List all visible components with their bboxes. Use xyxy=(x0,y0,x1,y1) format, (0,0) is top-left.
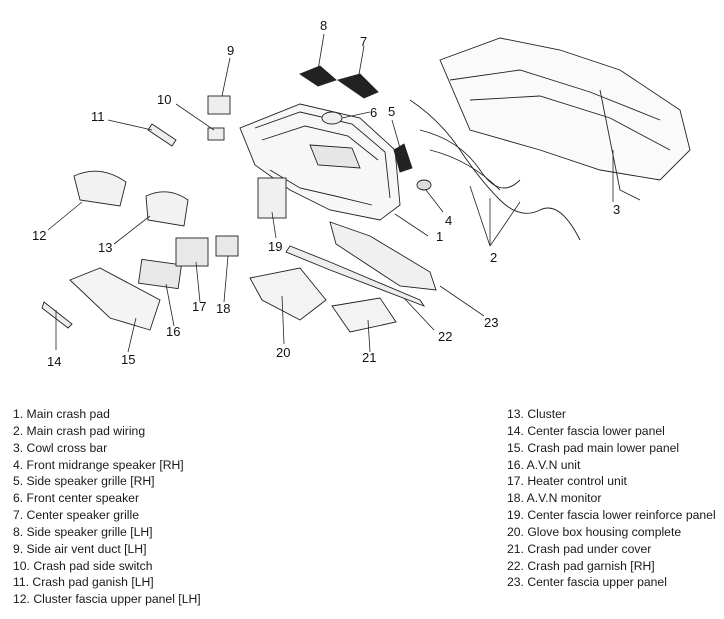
exploded-parts-diagram: 1 2 3 4 5 6 7 8 9 10 11 12 13 14 15 16 1… xyxy=(32,18,691,369)
legend-item: 14. Center fascia lower panel xyxy=(507,423,665,438)
part-crash-pad-ganish-lh xyxy=(147,123,177,147)
legend-item: 8. Side speaker grille [LH] xyxy=(13,524,153,539)
part-cowl-cross-bar xyxy=(439,37,691,201)
callout-20: 20 xyxy=(276,345,290,360)
part-center-speaker-grille xyxy=(336,73,379,99)
legend-item: 9. Side air vent duct [LH] xyxy=(13,541,147,556)
legend-item: 2. Main crash pad wiring xyxy=(13,423,146,438)
legend-left: 1. Main crash pad 2. Main crash pad wiri… xyxy=(13,406,201,608)
legend-right: 13. Cluster 14. Center fascia lower pane… xyxy=(507,406,716,591)
callout-18: 18 xyxy=(216,301,230,316)
callout-7: 7 xyxy=(360,34,367,49)
legend-item: 19. Center fascia lower reinforce panel xyxy=(507,508,716,523)
callout-17: 17 xyxy=(192,299,206,314)
part-avn-unit xyxy=(138,258,182,290)
part-crash-pad-main-lower-panel xyxy=(69,267,161,331)
legend-item: 13. Cluster xyxy=(507,407,566,421)
legend-item: 1. Main crash pad xyxy=(13,407,110,421)
legend-item: 7. Center speaker grille xyxy=(13,508,139,523)
leader-lines xyxy=(47,33,614,353)
part-front-midrange-speaker-rh xyxy=(416,179,432,191)
callout-16: 16 xyxy=(166,324,180,339)
callout-5: 5 xyxy=(388,104,395,119)
legend-item: 17. Heater control unit xyxy=(507,474,627,489)
callout-13: 13 xyxy=(98,240,112,255)
legend-item: 15. Crash pad main lower panel xyxy=(507,440,680,455)
part-glove-box-housing xyxy=(249,267,327,321)
part-crash-pad-garnish-rh xyxy=(285,245,426,307)
part-center-fascia-lower-reinforce-panel xyxy=(257,177,287,219)
callout-11: 11 xyxy=(91,109,105,124)
legend-item: 5. Side speaker grille [RH] xyxy=(13,474,155,489)
legend-item: 22. Crash pad garnish [RH] xyxy=(507,558,655,573)
legend-item: 10. Crash pad side switch xyxy=(13,558,153,573)
part-main-crash-pad-wiring xyxy=(409,99,581,241)
callout-4: 4 xyxy=(445,213,452,228)
callout-8: 8 xyxy=(320,18,327,33)
part-heater-control-unit xyxy=(175,237,209,267)
part-avn-monitor xyxy=(215,235,239,257)
part-crash-pad-side-switch xyxy=(207,127,225,141)
callout-2: 2 xyxy=(490,250,497,265)
callout-3: 3 xyxy=(613,202,620,217)
part-crash-pad-under-cover xyxy=(331,297,397,333)
legend-item: 6. Front center speaker xyxy=(13,491,139,506)
callout-22: 22 xyxy=(438,329,452,344)
callout-14: 14 xyxy=(47,354,61,369)
legend-item: 20. Glove box housing complete xyxy=(507,524,682,539)
callout-12: 12 xyxy=(32,228,46,243)
part-side-air-vent-duct-lh xyxy=(207,95,231,115)
callout-21: 21 xyxy=(362,350,376,365)
legend-item: 3. Cowl cross bar xyxy=(13,440,108,455)
part-side-speaker-grille-lh xyxy=(299,65,337,87)
part-front-center-speaker xyxy=(321,111,343,125)
legend-item: 18. A.V.N monitor xyxy=(507,491,602,506)
callout-9: 9 xyxy=(227,43,234,58)
legend-item: 4. Front midrange speaker [RH] xyxy=(13,457,184,472)
legend-item: 12. Cluster fascia upper panel [LH] xyxy=(13,592,201,607)
legend-item: 23. Center fascia upper panel xyxy=(507,575,667,590)
part-cluster-fascia-upper-panel-lh xyxy=(73,170,127,207)
callout-6: 6 xyxy=(370,105,377,120)
part-main-crash-pad xyxy=(239,103,401,221)
callout-10: 10 xyxy=(157,92,171,107)
part-center-fascia-upper-panel xyxy=(329,221,437,291)
part-cluster xyxy=(145,191,189,227)
legend-item: 21. Crash pad under cover xyxy=(507,541,652,556)
callout-1: 1 xyxy=(436,229,443,244)
legend-item: 16. A.V.N unit xyxy=(507,457,581,472)
legend-item: 11. Crash pad ganish [LH] xyxy=(13,575,154,590)
part-center-fascia-lower-panel xyxy=(41,301,73,329)
part-side-speaker-grille-rh xyxy=(393,143,413,173)
callout-15: 15 xyxy=(121,352,135,367)
callout-23: 23 xyxy=(484,315,498,330)
callout-19: 19 xyxy=(268,239,282,254)
